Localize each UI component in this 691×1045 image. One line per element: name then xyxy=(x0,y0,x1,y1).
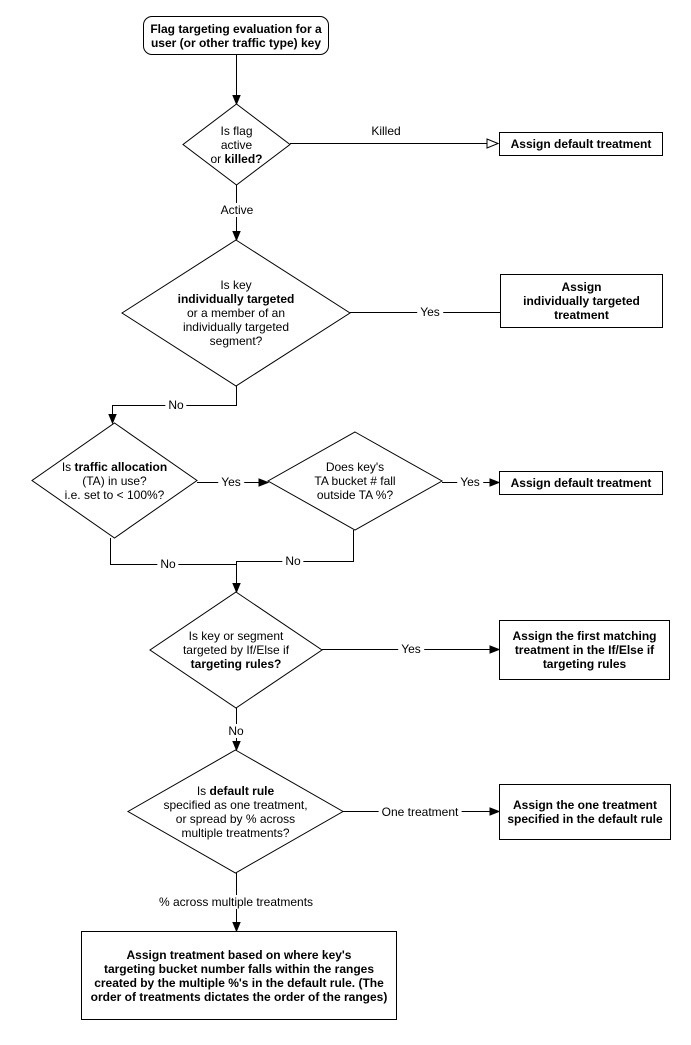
edge-label-one-treatment: One treatment xyxy=(378,805,462,819)
diamond-shape xyxy=(268,432,442,530)
process-assign-default-treatment-1: Assign default treatment xyxy=(499,132,663,156)
open-arrowhead-right-icon xyxy=(486,138,500,149)
arrowhead-right-icon xyxy=(489,807,501,816)
diamond-shape xyxy=(183,104,290,185)
arrowhead-right-icon xyxy=(489,478,501,487)
arrowhead-down-icon xyxy=(232,583,241,594)
edge-label-yes-individually: Yes xyxy=(417,305,443,319)
arrowhead-down-icon xyxy=(232,95,241,106)
process-label: Assign default treatment xyxy=(510,137,652,151)
decision-traffic-allocation-label: Is traffic allocation(TA) in use?i.e. se… xyxy=(61,459,168,502)
edge-label-no-outside-ta: No xyxy=(282,554,304,568)
diamond-shape xyxy=(150,592,322,708)
process-label: Assign default treatment xyxy=(510,476,652,490)
diamond-shape xyxy=(128,750,343,873)
edge-label-no-individually: No xyxy=(165,398,187,412)
edge-label-no-ta: No xyxy=(157,557,179,571)
edge-label-no-rules: No xyxy=(225,724,247,738)
process-assign-default-treatment-2: Assign default treatment xyxy=(499,471,663,495)
decision-traffic-allocation: Is traffic allocation(TA) in use?i.e. se… xyxy=(32,423,197,538)
arrowhead-right-icon xyxy=(489,645,501,654)
edge-label-pct-across: % across multiple treatments xyxy=(155,895,317,909)
edge-label-yes-rules: Yes xyxy=(398,642,424,656)
edge-label-yes-ta: Yes xyxy=(218,475,244,489)
arrowhead-right-icon xyxy=(258,478,270,487)
edge-no-ta xyxy=(110,538,236,565)
edge-label-killed: Killed xyxy=(368,124,404,138)
diamond-shape xyxy=(122,240,350,386)
arrowhead-down-icon xyxy=(232,231,241,242)
edge-label-yes-outside-ta: Yes xyxy=(457,475,483,489)
edge-label-active: Active xyxy=(217,203,257,217)
diamond-shape xyxy=(32,423,197,538)
arrowhead-down-icon xyxy=(108,414,117,425)
arrowhead-down-icon xyxy=(232,741,241,752)
arrowhead-down-icon xyxy=(232,922,241,933)
